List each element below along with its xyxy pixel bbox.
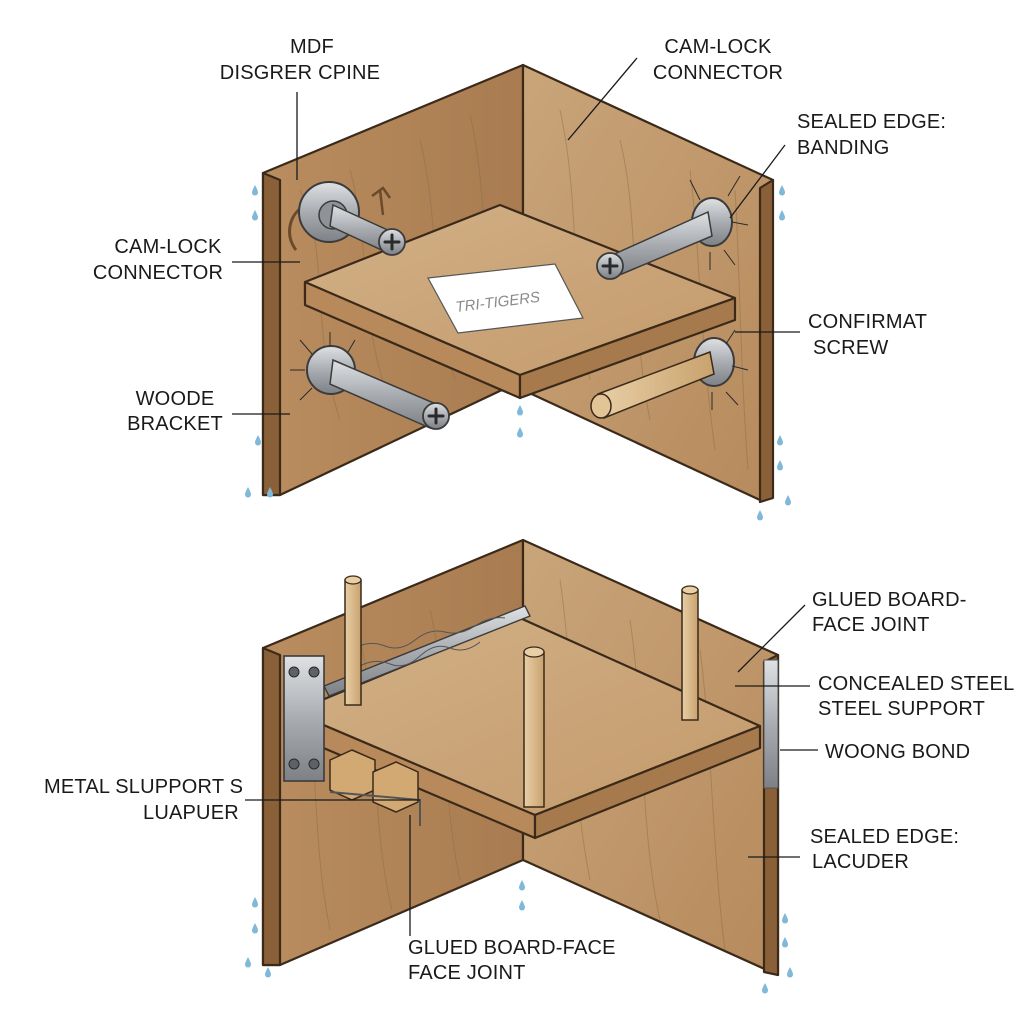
dowel	[523, 651, 545, 808]
bottom-shelf-edge-right	[533, 724, 762, 840]
label-metal-support-line2: LUAPUER	[143, 802, 239, 824]
dowel	[681, 589, 699, 721]
top-assembly: TRI-TIGERS	[93, 36, 946, 521]
bottom-leader-lines	[245, 604, 818, 936]
label-camlock-left: CAM-LOCK	[114, 236, 222, 258]
steel-rod	[323, 605, 531, 697]
dowel	[344, 579, 362, 706]
label-wood-bracket: WOODE	[136, 388, 215, 410]
label-confirmat-line2: SCREW	[813, 337, 888, 359]
water-drop-icon	[787, 967, 793, 978]
dowel-lower-right	[590, 329, 749, 420]
phillips-screw-icon	[377, 227, 407, 257]
water-drop-icon	[245, 487, 251, 498]
water-drop-icon	[757, 510, 763, 521]
water-drop-icon	[252, 923, 258, 934]
water-drop-icon	[517, 405, 523, 416]
brand-card: TRI-TIGERS	[427, 263, 584, 334]
label-woong-bond: WOONG BOND	[825, 741, 970, 763]
label-sealed-lacuder: SEALED EDGE:	[810, 826, 959, 848]
metal-bracket	[283, 655, 325, 782]
label-concealed-steel: CONCEALED STEEL	[818, 673, 1014, 695]
water-drop-icon	[265, 967, 271, 978]
bottom-labels: GLUED BOARD- FACE JOINT CONCEALED STEEL …	[44, 589, 1014, 984]
water-drop-icon	[519, 880, 525, 891]
label-confirmat: CONFIRMAT	[808, 311, 927, 333]
water-drop-icon	[779, 185, 785, 196]
label-wood-bracket-line2: BRACKET	[127, 413, 223, 435]
phillips-screw-icon	[421, 401, 451, 431]
label-camlock-left-line2: CONNECTOR	[93, 262, 223, 284]
bottom-left-panel-edge	[261, 646, 282, 967]
confirmat-screw-lower-left	[290, 332, 451, 431]
label-sealed-banding-line2: BANDING	[797, 137, 890, 159]
label-metal-support: METAL SLUPPORT S	[44, 776, 243, 798]
water-drop-icon	[245, 957, 251, 968]
water-drop-icon	[517, 427, 523, 438]
top-left-panel-edge	[261, 171, 282, 497]
label-camlock-top: CAM-LOCK	[664, 36, 772, 58]
label-camlock-top-line2: CONNECTOR	[653, 62, 783, 84]
water-drop-icon	[252, 210, 258, 221]
label-concealed-steel-line2: STEEL SUPPORT	[818, 698, 985, 720]
label-glued-right-line2: FACE JOINT	[812, 614, 930, 636]
water-drop-icon	[782, 937, 788, 948]
dowels	[344, 575, 699, 808]
concealed-steel-strip	[763, 659, 779, 789]
water-drop-icon	[252, 185, 258, 196]
water-drop-icon	[252, 897, 258, 908]
bottom-assembly: GLUED BOARD- FACE JOINT CONCEALED STEEL …	[44, 538, 1014, 994]
cam-lock-upper-left	[288, 181, 407, 257]
label-glued-bottom: GLUED BOARD-FACE	[408, 937, 616, 959]
water-drop-icon	[519, 900, 525, 911]
label-mdf: MDF	[290, 36, 334, 58]
top-right-panel-edge	[758, 178, 775, 504]
label-mdf-line2: DISGRER CPINE	[220, 62, 380, 84]
cam-lock-upper-right	[595, 175, 749, 281]
water-drop-icon	[255, 435, 261, 446]
label-sealed-banding: SEALED EDGE:	[797, 111, 946, 133]
water-drop-icon	[785, 495, 791, 506]
label-glued-bottom-line2: FACE JOINT	[408, 962, 526, 984]
top-leader-lines	[232, 57, 800, 415]
water-drop-icon	[762, 983, 768, 994]
top-shelf-edge-right	[518, 296, 737, 400]
water-drop-icon	[779, 210, 785, 221]
top-labels: MDF DISGRER CPINE CAM-LOCK CONNECTOR SEA…	[93, 36, 946, 435]
label-sealed-lacuder-line2: LACUDER	[812, 851, 909, 873]
water-drop-icon	[777, 435, 783, 446]
phillips-screw-icon	[595, 251, 625, 281]
water-drop-icon	[782, 913, 788, 924]
label-glued-right: GLUED BOARD-	[812, 589, 967, 611]
water-drop-icon	[777, 460, 783, 471]
